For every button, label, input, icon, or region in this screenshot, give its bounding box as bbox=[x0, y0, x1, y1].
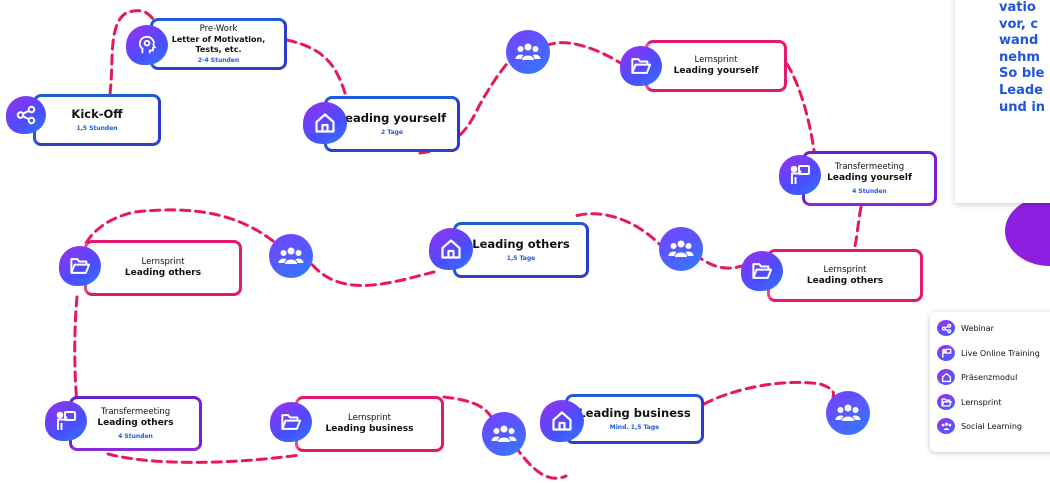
card-title-line2: Tests, etc. bbox=[195, 44, 242, 54]
card-kind: Transfermeeting bbox=[100, 406, 171, 417]
description-line: Leade bbox=[999, 82, 1043, 98]
group-icon bbox=[937, 418, 955, 434]
folder-icon bbox=[620, 46, 662, 86]
legend-label: Social Learning bbox=[961, 421, 1022, 431]
legend-label: Lernsprint bbox=[961, 397, 1002, 407]
card-leading-business-module[interactable]: Leading business Mind. 1,5 Tage bbox=[565, 394, 704, 444]
description-line: vor, c bbox=[999, 16, 1039, 32]
share-icon bbox=[937, 320, 955, 336]
group-icon bbox=[826, 391, 870, 435]
card-kind: Lernsprint bbox=[823, 264, 867, 275]
card-prework[interactable]: Pre-Work Letter of Motivation, Tests, et… bbox=[150, 18, 287, 70]
card-duration: 1,5 Tage bbox=[506, 255, 536, 262]
card-leading-others-module[interactable]: Leading others 1,5 Tage bbox=[453, 222, 589, 278]
head-icon bbox=[126, 25, 168, 65]
folder-icon bbox=[937, 394, 955, 410]
description-line: und in bbox=[999, 99, 1046, 115]
card-lernsprint-leading-others-right[interactable]: Lernsprint Leading others bbox=[767, 249, 923, 302]
description-line: vatio bbox=[999, 0, 1036, 15]
card-title-line1: Letter of Motivation, bbox=[171, 34, 266, 44]
card-kind: Lernsprint bbox=[141, 257, 185, 267]
legend-item-webinar: Webinar bbox=[937, 320, 994, 336]
presenter-icon bbox=[779, 155, 821, 195]
card-title: Leading business bbox=[578, 406, 691, 420]
legend-label: Präsenzmodul bbox=[961, 372, 1018, 382]
group-icon bbox=[506, 30, 550, 74]
legend-label: Live Online Training bbox=[961, 348, 1040, 358]
card-duration: 4 Stunden bbox=[118, 432, 153, 440]
legend-label: Webinar bbox=[961, 323, 994, 333]
legend-item-praesenzmodul: Präsenzmodul bbox=[937, 369, 1017, 385]
card-title: Kick-Off bbox=[71, 107, 123, 121]
card-kind: Lernsprint bbox=[348, 413, 391, 423]
folder-icon bbox=[741, 251, 783, 291]
card-transfermeeting-leading-yourself[interactable]: Transfermeeting Leading yourself 4 Stund… bbox=[802, 151, 937, 206]
description-panel: vatio vor, c wand nehm So ble Leade und … bbox=[955, 0, 1050, 203]
description-line: nehm bbox=[999, 49, 1040, 65]
folder-icon bbox=[59, 246, 101, 286]
legend-item-social-learning: Social Learning bbox=[937, 418, 1022, 434]
card-lernsprint-leading-yourself[interactable]: Lernsprint Leading yourself bbox=[645, 40, 787, 92]
card-title: Leading others bbox=[472, 237, 570, 251]
card-duration: 2-4 Stunden bbox=[197, 56, 240, 64]
card-kind: Transfermeeting bbox=[834, 161, 905, 172]
group-icon bbox=[659, 227, 703, 271]
description-line: wand bbox=[999, 33, 1039, 49]
card-title: Leading business bbox=[325, 424, 414, 434]
share-icon bbox=[6, 96, 46, 134]
card-kickoff[interactable]: Kick-Off 1,5 Stunden bbox=[33, 94, 161, 146]
card-title: Leading yourself bbox=[673, 66, 759, 76]
card-duration: 4 Stunden bbox=[852, 187, 887, 195]
card-lernsprint-leading-others-left[interactable]: Lernsprint Leading others bbox=[84, 240, 242, 296]
card-title: Leading others bbox=[124, 268, 202, 278]
folder-icon bbox=[270, 402, 312, 442]
card-duration: 2 Tage bbox=[381, 129, 403, 136]
group-icon bbox=[482, 412, 526, 456]
card-kind: Pre-Work bbox=[199, 23, 238, 34]
house-icon bbox=[540, 400, 584, 442]
legend: Webinar Live Online Training Präsenzmodu… bbox=[930, 312, 1050, 452]
card-title: Leading yourself bbox=[337, 111, 447, 125]
card-transfermeeting-leading-others[interactable]: Transfermeeting Leading others 4 Stunden bbox=[69, 396, 202, 451]
presenter-icon bbox=[45, 401, 87, 441]
legend-item-live-online-training: Live Online Training bbox=[937, 345, 1040, 361]
card-kind: Lernsprint bbox=[694, 55, 738, 65]
house-icon bbox=[937, 369, 955, 385]
card-duration: 1,5 Stunden bbox=[76, 125, 118, 132]
house-icon bbox=[429, 228, 473, 270]
card-title: Leading others bbox=[97, 417, 174, 428]
presenter-icon bbox=[937, 345, 955, 361]
card-title: Leading others bbox=[806, 275, 884, 286]
house-icon bbox=[303, 102, 347, 144]
card-lernsprint-leading-business[interactable]: Lernsprint Leading business bbox=[295, 396, 444, 452]
group-icon bbox=[269, 234, 313, 278]
description-line: So ble bbox=[999, 66, 1045, 82]
card-title: Leading yourself bbox=[827, 172, 912, 183]
card-duration: Mind. 1,5 Tage bbox=[609, 424, 660, 431]
legend-item-lernsprint: Lernsprint bbox=[937, 394, 1001, 410]
